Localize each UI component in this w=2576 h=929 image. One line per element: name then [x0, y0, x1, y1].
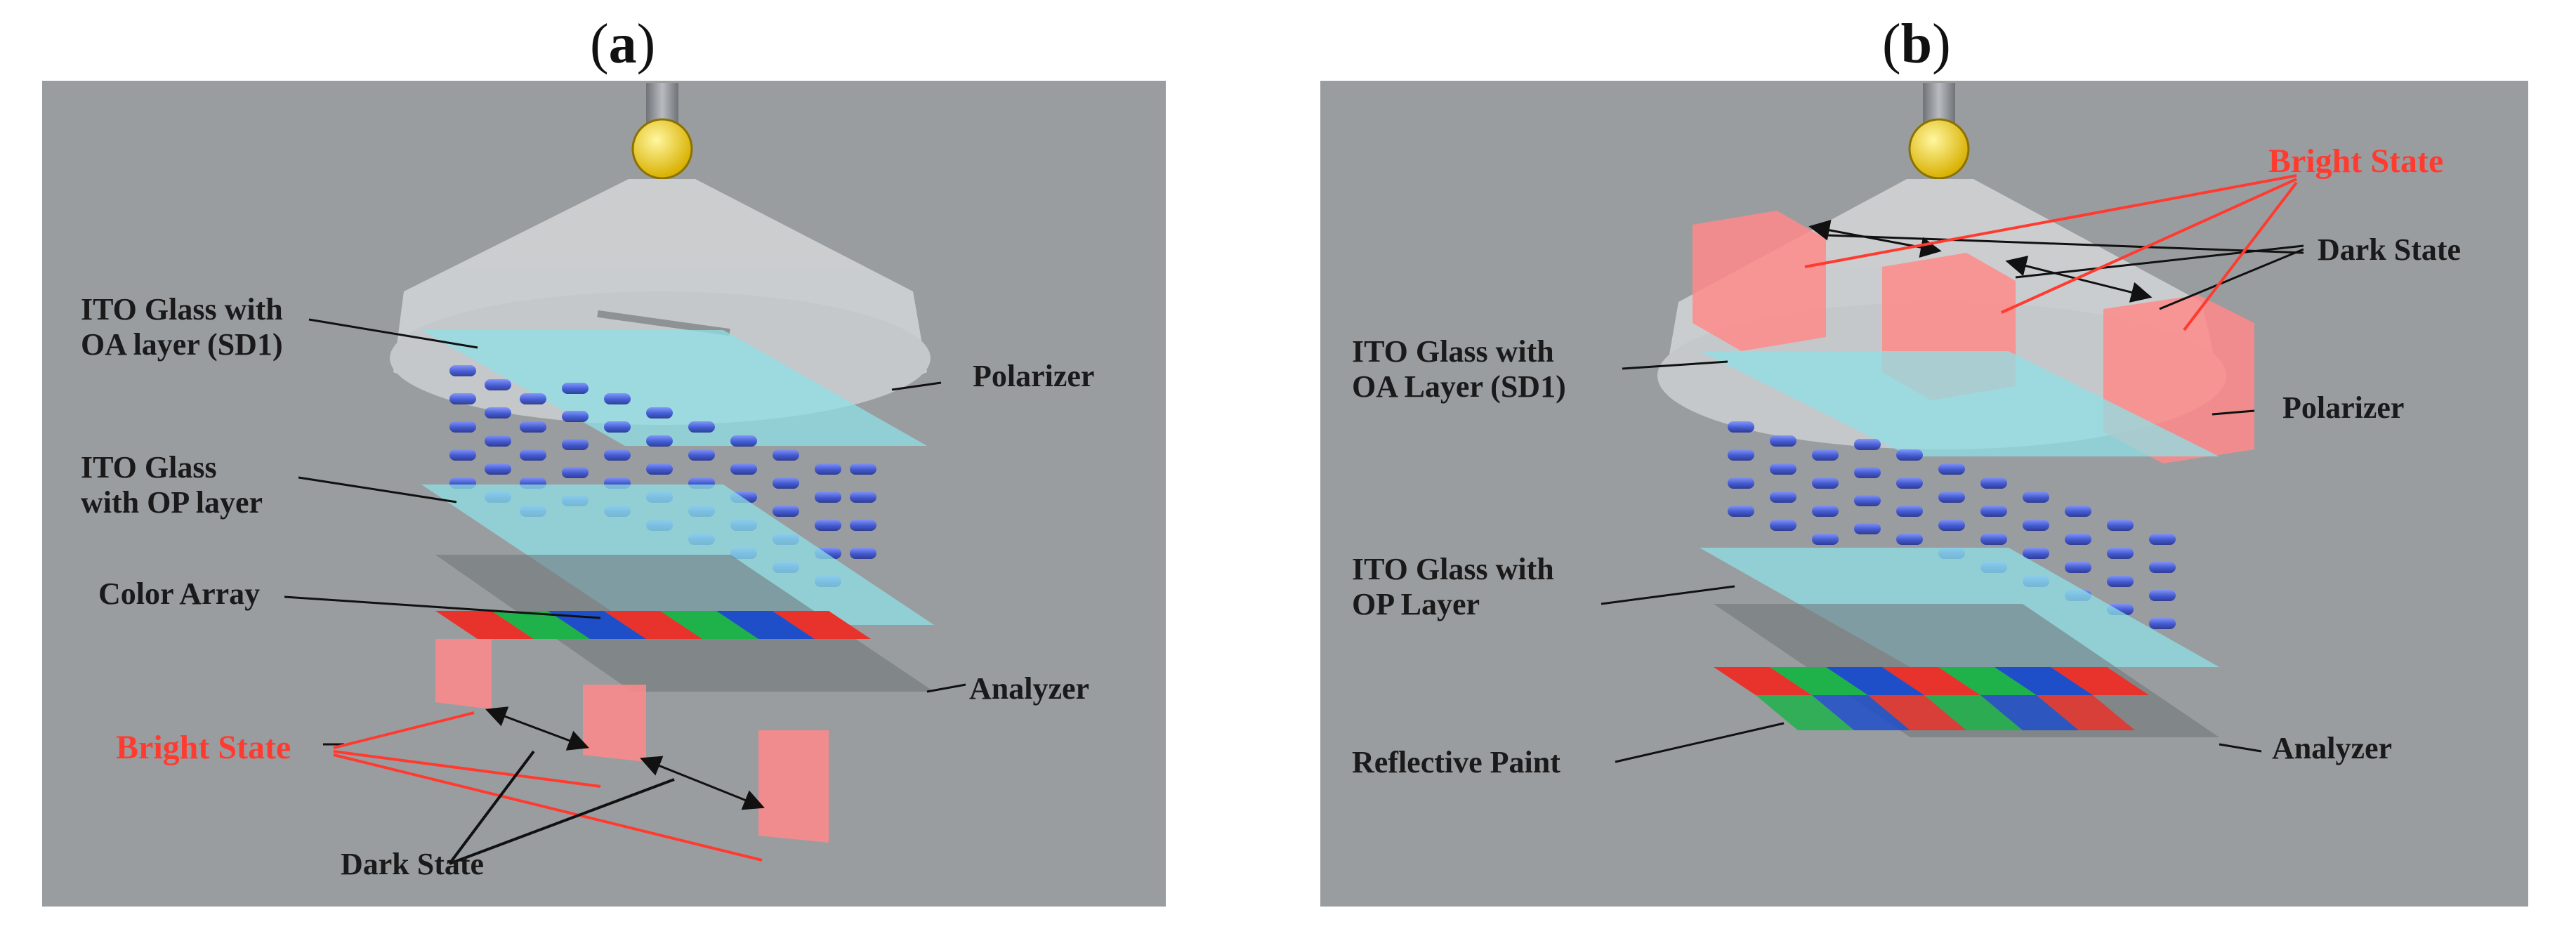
panel-a-close-paren: ) — [636, 13, 656, 75]
panel-b-leader-lines — [1601, 234, 2304, 763]
panel-b-lc-molecules — [1728, 421, 2176, 629]
panel-b-letter: b — [1900, 13, 1933, 75]
panel-b-label: (b) — [1882, 13, 1951, 77]
panel-a-polarizer-label: Polarizer — [973, 359, 1094, 393]
panel-b-bright-state-label: Bright State — [2268, 143, 2443, 180]
panel-b-top-glass — [1700, 351, 2219, 456]
panel-a-bright-state-label: Bright State — [116, 729, 291, 766]
panel-a-bright-box-3 — [758, 730, 829, 843]
panel-b-bright-box-1 — [1693, 211, 1826, 351]
panel-a-light-source — [631, 83, 693, 180]
panel-b-ito-oa-line2: OA Layer (SD1) — [1352, 369, 1566, 404]
panel-a-color-array-label: Color Array — [98, 576, 260, 611]
panel-a: ITO Glass with OA layer (SD1) Polarizer … — [42, 81, 1166, 907]
panel-a-analyzer-label: Analyzer — [969, 671, 1089, 706]
panel-a-ito-oa-line1: ITO Glass with — [81, 292, 283, 327]
panel-a-bulb — [631, 118, 693, 180]
panel-a-dark-state-label: Dark State — [341, 847, 484, 881]
panel-b-dark-state-label: Dark State — [2318, 232, 2461, 267]
panel-b-red-leaders — [1804, 174, 2298, 331]
panel-b-ito-op-line1: ITO Glass with — [1352, 552, 1554, 586]
panel-a-bright-boxes — [435, 639, 829, 843]
panel-a-dark-leaders — [448, 750, 675, 865]
panel-b-reflective-paint — [1714, 667, 2149, 730]
panel-a-red-leaders — [333, 711, 763, 862]
panel-a-ito-oa-line2: OA layer (SD1) — [81, 327, 283, 362]
panel-a-label: (a) — [590, 13, 655, 77]
panel-a-open-paren: ( — [590, 13, 609, 75]
panel-b-polarizer-label: Polarizer — [2282, 390, 2404, 425]
panel-a-letter: a — [608, 13, 637, 75]
panel-a-dark-arrows — [485, 706, 765, 810]
panel-b-reflective-paint-label: Reflective Paint — [1352, 745, 1560, 779]
panel-b: Bright State Dark State ITO Glass with O… — [1320, 81, 2528, 907]
panel-a-ito-op-line2: with OP layer — [81, 485, 263, 520]
panel-b-ito-oa-line1: ITO Glass with — [1352, 334, 1554, 369]
panel-a-top-glass — [421, 330, 927, 446]
panel-a-bright-box-2 — [583, 685, 646, 762]
panel-b-light-source — [1908, 83, 1970, 180]
panel-b-analyzer-label: Analyzer — [2272, 731, 2392, 765]
panel-a-ito-op-line1: ITO Glass — [81, 450, 217, 485]
panel-a-bright-box-1 — [435, 639, 492, 709]
panel-a-color-array — [435, 611, 871, 639]
panel-b-bulb — [1908, 118, 1970, 180]
panel-b-open-paren: ( — [1882, 13, 1901, 75]
panel-b-close-paren: ) — [1932, 13, 1951, 75]
panel-a-leader-lines — [284, 318, 966, 746]
panel-b-ito-op-line2: OP Layer — [1352, 587, 1480, 621]
